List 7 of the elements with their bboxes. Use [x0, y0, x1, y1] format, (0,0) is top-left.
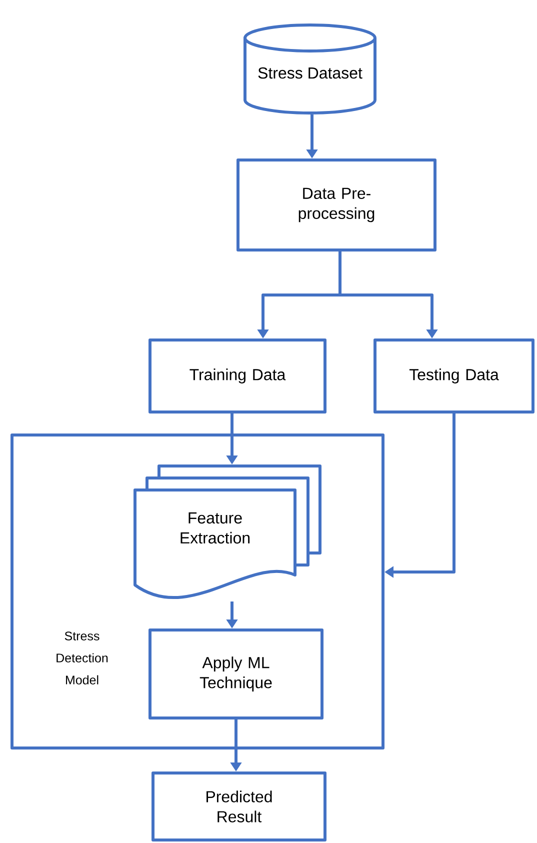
- process-box: Apply ML Technique: [148, 628, 324, 720]
- process-box: Predicted Result: [152, 772, 326, 842]
- node-label: Stress Dataset: [258, 67, 362, 79]
- process-box: Data Pre-processing: [236, 158, 436, 252]
- process-box: Testing Data: [374, 338, 534, 414]
- database-cylinder: Stress Dataset: [244, 24, 376, 114]
- process-box: Training Data: [148, 338, 326, 414]
